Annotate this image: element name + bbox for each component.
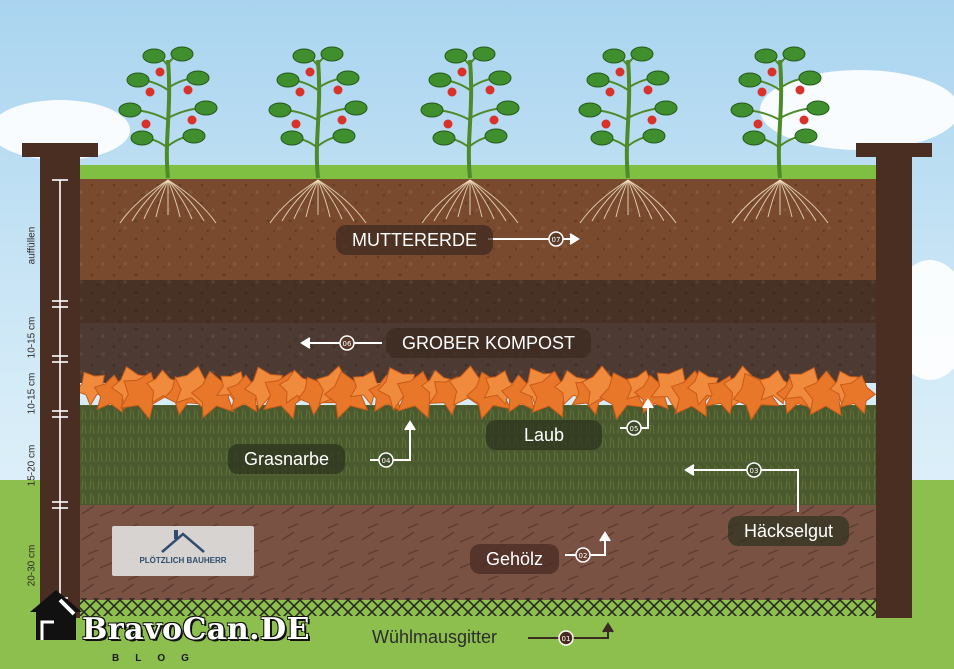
label-laub: Laub [486,420,602,450]
tomato-plant [730,46,830,224]
depth-label-fill: auffüllen [26,226,38,265]
tomato-plant [420,46,520,224]
watermark-title: BravoCan.DE [82,612,310,647]
step-circles: 07 06 05 04 03 02 01 [339,231,762,646]
label-mutterde: MUTTERERDE [336,225,493,255]
tomato-plant [118,46,218,224]
svg-text:06: 06 [343,340,352,348]
lawn-strip [78,165,878,179]
svg-text:04: 04 [382,457,391,465]
leaf-layer [75,365,877,421]
depth-ruler [52,179,68,599]
svg-text:03: 03 [750,467,759,475]
svg-text:01: 01 [562,635,571,643]
svg-text:02: 02 [579,552,588,560]
label-gehoelz: Gehölz [470,544,560,574]
logo-text: PLÖTZLICH BAUHERR [139,556,227,565]
tomato-plant [268,46,368,224]
roof-icon [161,530,205,553]
leaf [686,370,721,406]
house-icon [30,590,82,640]
tomato-plants [118,46,830,224]
tomato-plant [578,46,678,224]
svg-text:07: 07 [552,236,561,244]
svg-text:05: 05 [630,425,639,433]
label-grober-kompost: GROBER KOMPOST [386,328,592,358]
plotzlich-bauherr-logo: PLÖTZLICH BAUHERR [112,526,254,576]
leaf [377,367,420,412]
vole-mesh [78,598,878,616]
depth-label-wood: 20-30 cm [26,544,38,587]
leaf [839,374,877,415]
watermark-subtitle: BLOG [112,653,205,664]
label-grasnarbe: Grasnarbe [228,444,346,474]
label-haeckselgut: Häckselgut [728,516,850,546]
depth-label-grass: 15-20 cm [26,444,38,487]
depth-label-leaves: 10-15 cm [26,372,38,415]
label-wuehlmausgitter: Wühlmausgitter [372,627,498,647]
